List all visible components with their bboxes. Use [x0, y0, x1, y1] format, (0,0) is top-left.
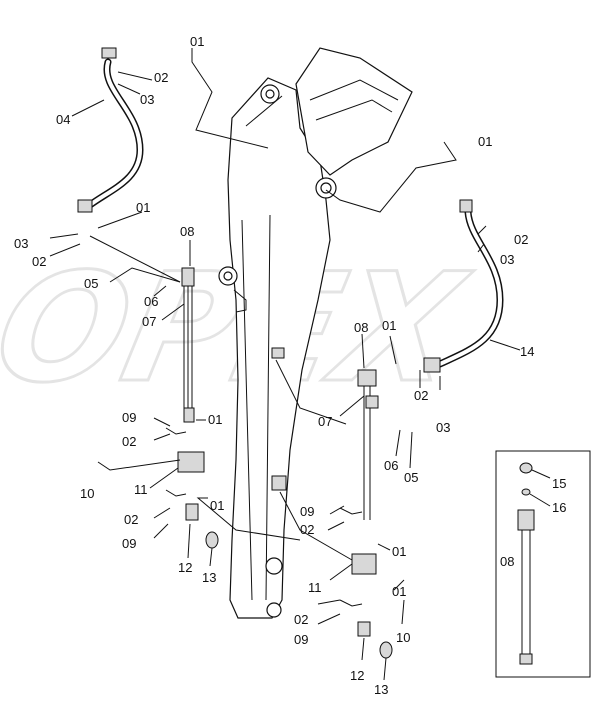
- callout-07: 07: [142, 314, 156, 329]
- hose-14: [423, 199, 504, 373]
- hose-04: [77, 47, 144, 213]
- callout-09: 09: [122, 536, 136, 551]
- callout-09: 09: [294, 632, 308, 647]
- callout-13: 13: [374, 682, 388, 697]
- callout-05: 05: [404, 470, 418, 485]
- callout-03: 03: [500, 252, 514, 267]
- callout-13: 13: [202, 570, 216, 585]
- callout-09: 09: [122, 410, 136, 425]
- callout-05: 05: [84, 276, 98, 291]
- callout-03: 03: [140, 92, 154, 107]
- callout-08: 08: [500, 554, 514, 569]
- callout-01: 01: [382, 318, 396, 333]
- callout-01: 01: [392, 584, 406, 599]
- callout-01: 01: [210, 498, 224, 513]
- callout-labels: 01 02 03 04 01 03 02 08 05 06 07 09 02 0…: [14, 34, 566, 697]
- callout-16: 16: [552, 500, 566, 515]
- callout-01: 01: [136, 200, 150, 215]
- callout-09: 09: [300, 504, 314, 519]
- callout-02: 02: [300, 522, 314, 537]
- leader-lines: [49, 48, 521, 681]
- callout-02: 02: [514, 232, 528, 247]
- callout-02: 02: [414, 388, 428, 403]
- callout-02: 02: [154, 70, 168, 85]
- callout-10: 10: [396, 630, 410, 645]
- callout-03: 03: [436, 420, 450, 435]
- callout-12: 12: [178, 560, 192, 575]
- callout-11: 11: [134, 482, 148, 497]
- callout-14: 14: [520, 344, 534, 359]
- callout-01: 01: [478, 134, 492, 149]
- callout-12: 12: [350, 668, 364, 683]
- left-pipe-assembly: [165, 267, 219, 549]
- callout-02: 02: [122, 434, 136, 449]
- callout-08: 08: [180, 224, 194, 239]
- callout-07: 07: [318, 414, 332, 429]
- callout-01: 01: [208, 412, 222, 427]
- callout-06: 06: [384, 458, 398, 473]
- callout-04: 04: [56, 112, 70, 127]
- callout-01: 01: [392, 544, 406, 559]
- callout-01: 01: [190, 34, 204, 49]
- callout-11: 11: [308, 580, 322, 595]
- callout-10: 10: [80, 486, 94, 501]
- callout-06: 06: [144, 294, 158, 309]
- callout-08: 08: [354, 320, 368, 335]
- callout-03: 03: [14, 236, 28, 251]
- detail-inset: [495, 450, 591, 678]
- callout-02: 02: [32, 254, 46, 269]
- callout-02: 02: [294, 612, 308, 627]
- callout-15: 15: [552, 476, 566, 491]
- callout-02: 02: [124, 512, 138, 527]
